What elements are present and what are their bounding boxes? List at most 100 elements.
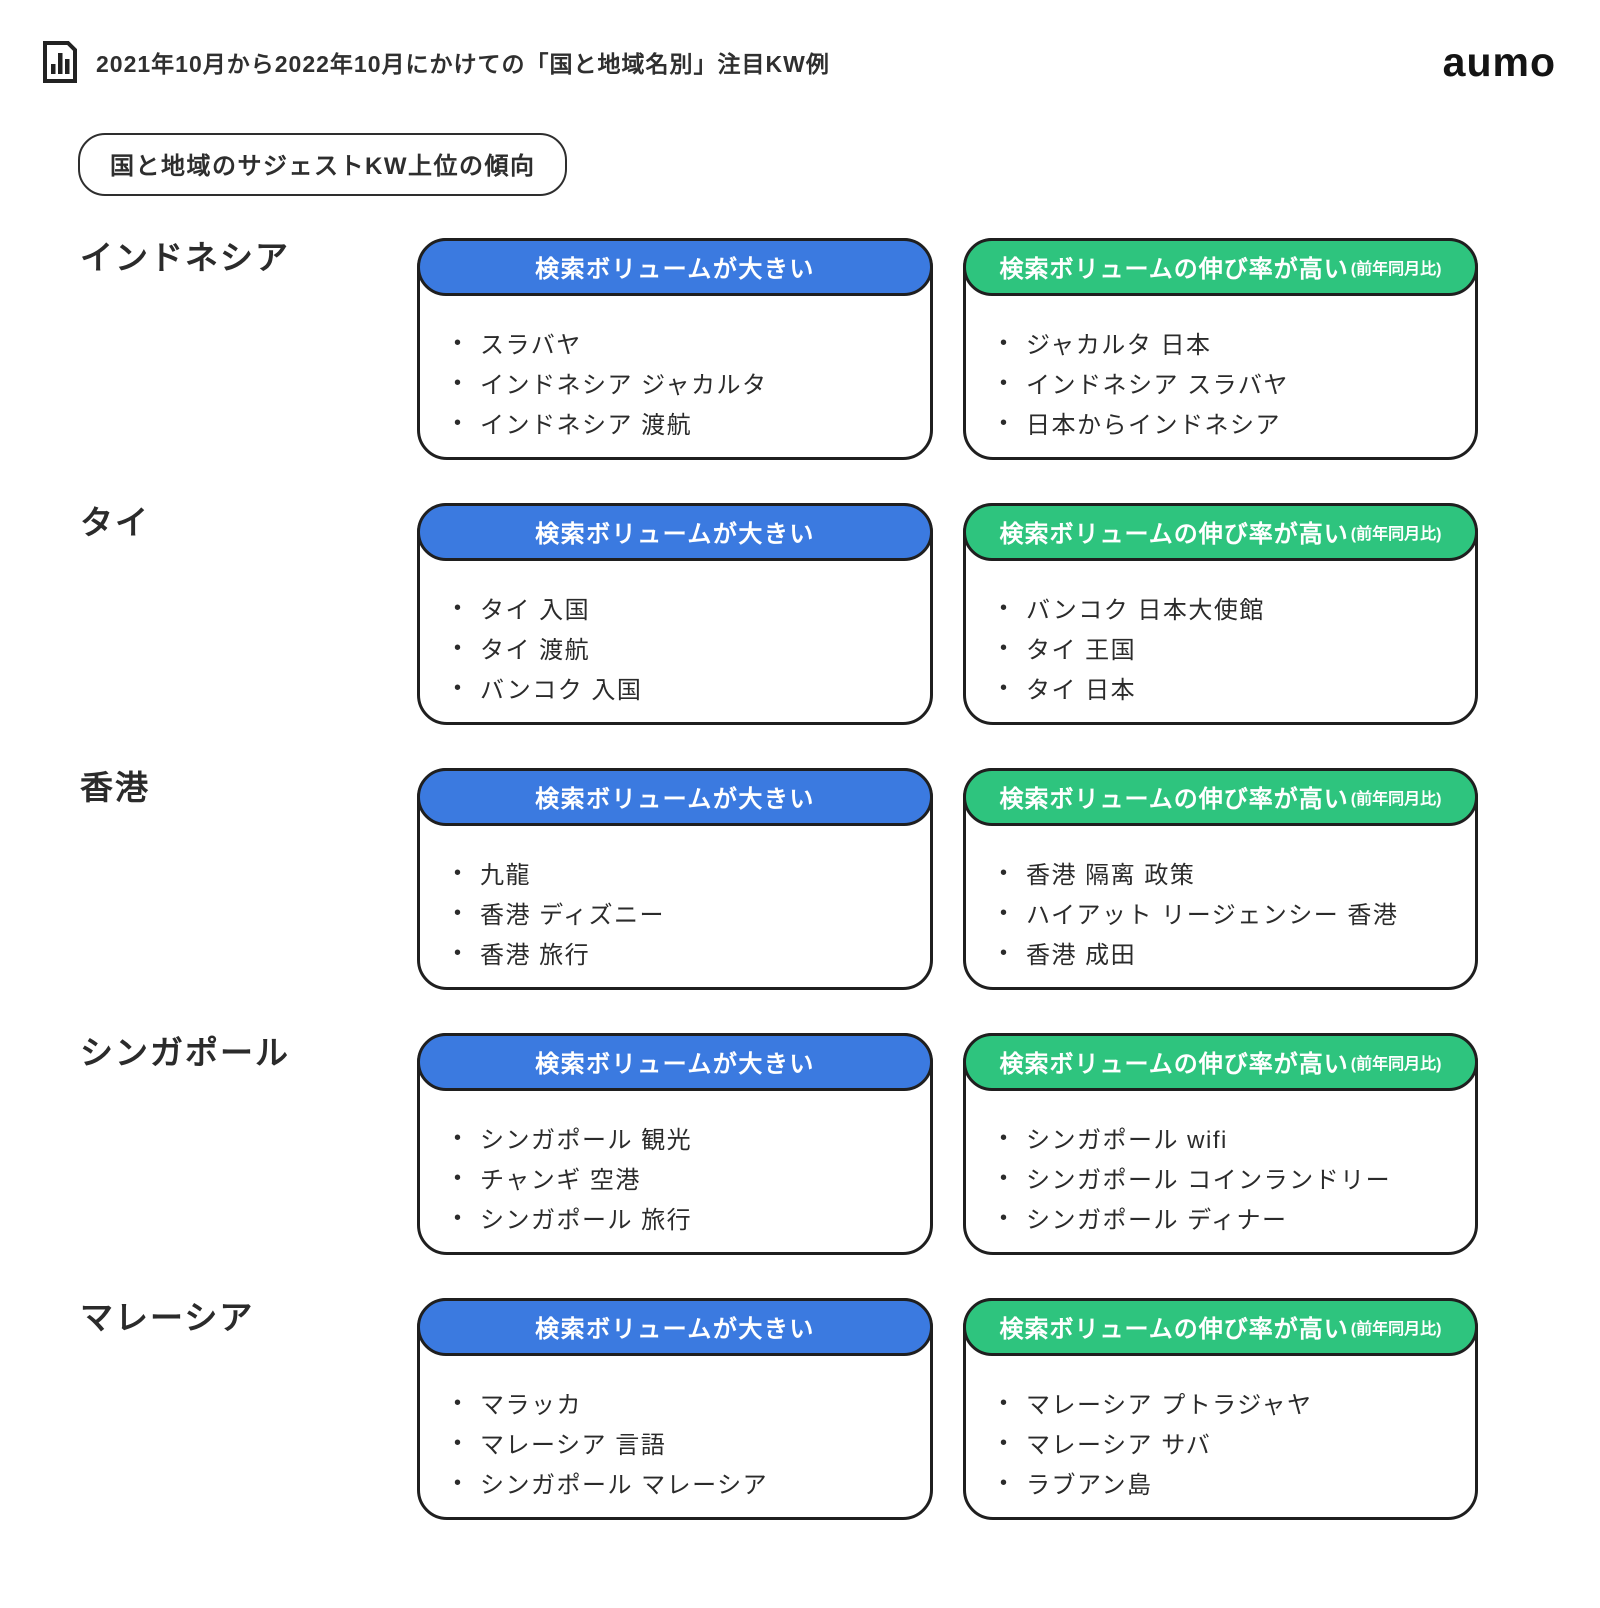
- volume-header-label: 検索ボリュームが大きい: [535, 1051, 815, 1079]
- keyword-text: 香港 ディズニー: [480, 902, 665, 930]
- bullet-icon: •: [1000, 371, 1009, 394]
- bullet-icon: •: [1000, 1431, 1009, 1454]
- bullet-icon: •: [454, 1206, 463, 1229]
- volume-card: 検索ボリュームが大きい • スラバヤ • インドネシア ジャカルタ • インドネ…: [417, 237, 933, 460]
- growth-card-header: 検索ボリュームの伸び率が高い (前年同月比): [963, 767, 1478, 826]
- keyword-text: チャンギ 空港: [480, 1167, 641, 1195]
- growth-header-label: 検索ボリュームの伸び率が高い: [999, 1051, 1349, 1079]
- keyword-text: マレーシア サバ: [1026, 1432, 1212, 1460]
- keyword-item: • インドネシア ジャカルタ: [454, 363, 920, 403]
- growth-header-note: (前年同月比): [1350, 1320, 1442, 1338]
- country-section: 香港 検索ボリュームが大きい • 九龍 • 香港 ディズニー • 香港 旅行: [80, 767, 1600, 990]
- volume-card: 検索ボリュームが大きい • タイ 入国 • タイ 渡航 • バンコク 入国: [417, 502, 933, 725]
- bullet-icon: •: [454, 676, 463, 699]
- keyword-text: 日本からインドネシア: [1026, 412, 1281, 440]
- volume-header-label: 検索ボリュームが大きい: [535, 521, 815, 549]
- keyword-item: • インドネシア スラバヤ: [1000, 363, 1465, 403]
- volume-card-header: 検索ボリュームが大きい: [417, 502, 933, 561]
- keyword-text: インドネシア ジャカルタ: [480, 372, 768, 400]
- volume-keyword-list: • 九龍 • 香港 ディズニー • 香港 旅行: [420, 853, 930, 973]
- country-label: マレーシア: [80, 1298, 255, 1336]
- keyword-text: シンガポール マレーシア: [480, 1472, 769, 1500]
- growth-card-header: 検索ボリュームの伸び率が高い (前年同月比): [963, 1032, 1478, 1091]
- keyword-item: • 香港 成田: [1000, 933, 1465, 973]
- sections: インドネシア 検索ボリュームが大きい • スラバヤ • インドネシア ジャカルタ…: [0, 237, 1600, 1520]
- keyword-text: マレーシア 言語: [480, 1432, 667, 1460]
- country-label: タイ: [80, 503, 150, 541]
- growth-keyword-list: • マレーシア プトラジャヤ • マレーシア サバ • ラブアン島: [966, 1383, 1475, 1503]
- keyword-text: ハイアット リージェンシー 香港: [1026, 902, 1399, 930]
- keyword-text: シンガポール コインランドリー: [1026, 1167, 1392, 1195]
- keyword-text: タイ 渡航: [480, 637, 591, 665]
- keyword-text: 香港 隔离 政策: [1026, 862, 1196, 890]
- bullet-icon: •: [454, 1126, 463, 1149]
- top-bar: 2021年10月から2022年10月にかけての「国と地域名別」注目KW例 aum…: [0, 0, 1600, 95]
- country-section: マレーシア 検索ボリュームが大きい • マラッカ • マレーシア 言語 • シン…: [80, 1297, 1600, 1520]
- country-label: インドネシア: [80, 238, 290, 276]
- keyword-item: • シンガポール コインランドリー: [1000, 1158, 1465, 1198]
- keyword-text: インドネシア 渡航: [480, 412, 693, 440]
- bullet-icon: •: [454, 331, 463, 354]
- keyword-item: • バンコク 日本大使館: [1000, 588, 1465, 628]
- growth-keyword-list: • バンコク 日本大使館 • タイ 王国 • タイ 日本: [966, 588, 1475, 708]
- bullet-icon: •: [454, 1391, 463, 1414]
- bullet-icon: •: [454, 901, 463, 924]
- growth-header-note: (前年同月比): [1350, 525, 1442, 543]
- bullet-icon: •: [1000, 1126, 1009, 1149]
- bullet-icon: •: [454, 371, 463, 394]
- keyword-text: タイ 王国: [1026, 637, 1137, 665]
- bullet-icon: •: [1000, 411, 1009, 434]
- bullet-icon: •: [1000, 1166, 1009, 1189]
- keyword-text: マラッカ: [480, 1392, 582, 1420]
- keyword-item: • 香港 隔离 政策: [1000, 853, 1465, 893]
- keyword-item: • タイ 渡航: [454, 628, 920, 668]
- volume-card-header: 検索ボリュームが大きい: [417, 237, 933, 296]
- volume-card-header: 検索ボリュームが大きい: [417, 767, 933, 826]
- keyword-item: • ジャカルタ 日本: [1000, 323, 1465, 363]
- keyword-item: • 香港 ディズニー: [454, 893, 920, 933]
- keyword-item: • バンコク 入国: [454, 668, 920, 708]
- keyword-item: • タイ 日本: [1000, 668, 1465, 708]
- volume-card-header: 検索ボリュームが大きい: [417, 1297, 933, 1356]
- bullet-icon: •: [1000, 861, 1009, 884]
- bullet-icon: •: [1000, 941, 1009, 964]
- volume-keyword-list: • タイ 入国 • タイ 渡航 • バンコク 入国: [420, 588, 930, 708]
- bullet-icon: •: [454, 1431, 463, 1454]
- growth-keyword-list: • 香港 隔离 政策 • ハイアット リージェンシー 香港 • 香港 成田: [966, 853, 1475, 973]
- bullet-icon: •: [1000, 1206, 1009, 1229]
- keyword-text: スラバヤ: [480, 332, 582, 360]
- volume-card: 検索ボリュームが大きい • シンガポール 観光 • チャンギ 空港 • シンガポ…: [417, 1032, 933, 1255]
- bullet-icon: •: [1000, 676, 1009, 699]
- growth-header-note: (前年同月比): [1350, 260, 1442, 278]
- growth-keyword-list: • ジャカルタ 日本 • インドネシア スラバヤ • 日本からインドネシア: [966, 323, 1475, 443]
- bullet-icon: •: [1000, 1391, 1009, 1414]
- growth-header-label: 検索ボリュームの伸び率が高い: [999, 521, 1349, 549]
- growth-card: 検索ボリュームの伸び率が高い (前年同月比) • ジャカルタ 日本 • インドネ…: [963, 237, 1478, 460]
- growth-header-note: (前年同月比): [1350, 790, 1442, 808]
- keyword-text: タイ 入国: [480, 597, 591, 625]
- keyword-text: シンガポール wifi: [1026, 1127, 1228, 1155]
- country-section: インドネシア 検索ボリュームが大きい • スラバヤ • インドネシア ジャカルタ…: [80, 237, 1600, 460]
- growth-card-header: 検索ボリュームの伸び率が高い (前年同月比): [963, 1297, 1478, 1356]
- growth-header-note: (前年同月比): [1350, 1055, 1442, 1073]
- growth-header-label: 検索ボリュームの伸び率が高い: [999, 786, 1349, 814]
- keyword-item: • シンガポール 旅行: [454, 1198, 920, 1238]
- keyword-text: バンコク 入国: [480, 677, 643, 705]
- keyword-text: シンガポール ディナー: [1026, 1207, 1288, 1235]
- keyword-item: • 九龍: [454, 853, 920, 893]
- bullet-icon: •: [1000, 1471, 1009, 1494]
- country-label: 香港: [80, 768, 150, 806]
- keyword-item: • シンガポール マレーシア: [454, 1463, 920, 1503]
- keyword-item: • マレーシア サバ: [1000, 1423, 1465, 1463]
- bullet-icon: •: [454, 1471, 463, 1494]
- bullet-icon: •: [454, 941, 463, 964]
- volume-card: 検索ボリュームが大きい • 九龍 • 香港 ディズニー • 香港 旅行: [417, 767, 933, 990]
- keyword-text: マレーシア プトラジャヤ: [1026, 1392, 1313, 1420]
- growth-card: 検索ボリュームの伸び率が高い (前年同月比) • マレーシア プトラジャヤ • …: [963, 1297, 1478, 1520]
- bullet-icon: •: [454, 1166, 463, 1189]
- volume-keyword-list: • マラッカ • マレーシア 言語 • シンガポール マレーシア: [420, 1383, 930, 1503]
- keyword-item: • シンガポール 観光: [454, 1118, 920, 1158]
- keyword-text: バンコク 日本大使館: [1026, 597, 1265, 625]
- keyword-item: • ハイアット リージェンシー 香港: [1000, 893, 1465, 933]
- keyword-text: シンガポール 観光: [480, 1127, 693, 1155]
